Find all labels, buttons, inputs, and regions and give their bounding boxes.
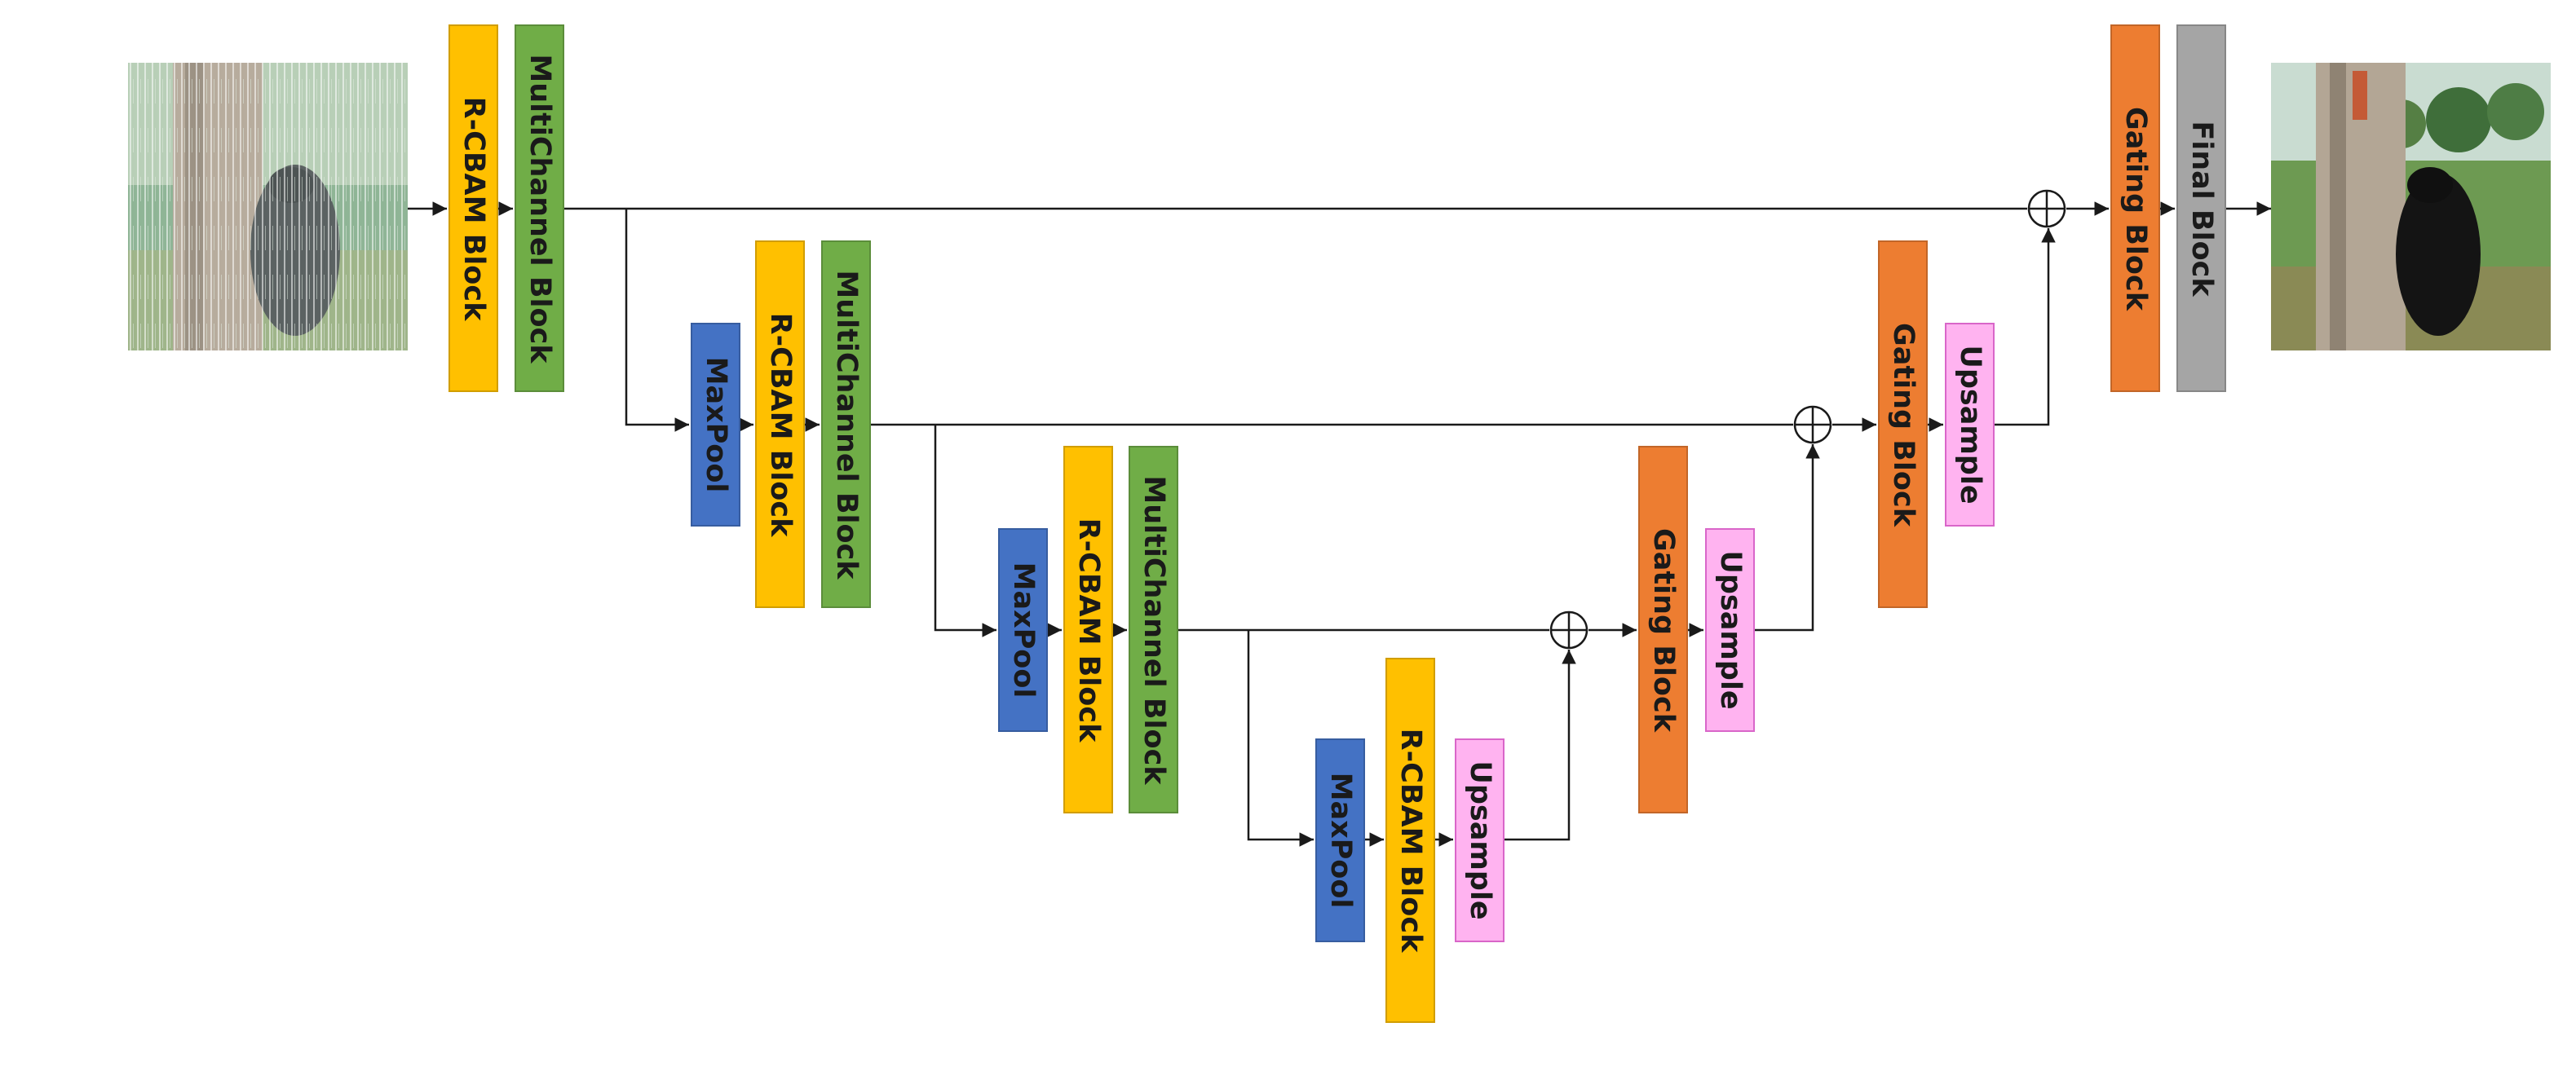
encoder3-rcbam-block: R-CBAM Block: [1063, 446, 1113, 813]
downsample-path-3: [1247, 630, 1314, 847]
encoder1-multichannel-block: MultiChannel Block: [515, 24, 564, 392]
decoder3-gating-block: Gating Block: [1638, 446, 1688, 813]
input-photo-icon: [128, 63, 408, 350]
encoder2-multichannel-block: MultiChannel Block: [821, 240, 871, 608]
bottleneck-upsample-block: Upsample: [1455, 738, 1505, 942]
encoder3-multichannel-block: MultiChannel Block: [1129, 446, 1178, 813]
block-label: MultiChannel Block: [523, 53, 556, 364]
block-label: MultiChannel Block: [829, 269, 863, 580]
upsample-path-to-level-2: [1755, 444, 1820, 632]
encoder1-rcbam-block: R-CBAM Block: [448, 24, 498, 392]
sum-node-icon-2: [1793, 405, 1832, 444]
decoder1-gating-block: Gating Block: [2110, 24, 2160, 392]
encoder2-maxpool-block: MaxPool: [691, 323, 740, 527]
block-label: R-CBAM Block: [1394, 728, 1427, 953]
upsample-path-to-level-1: [1995, 228, 2056, 426]
downsample-path-2: [934, 425, 996, 637]
block-label: Final Block: [2185, 120, 2218, 297]
final-block: Final Block: [2176, 24, 2226, 392]
block-label: Upsample: [1713, 550, 1747, 710]
block-label: MaxPool: [699, 356, 732, 493]
encoder3-maxpool-block: MaxPool: [998, 528, 1048, 732]
block-label: Gating Block: [1646, 527, 1680, 732]
block-label: R-CBAM Block: [457, 96, 490, 320]
block-label: R-CBAM Block: [1071, 518, 1105, 742]
block-label: Gating Block: [2119, 106, 2152, 311]
block-label: R-CBAM Block: [763, 312, 797, 536]
upsample-path-to-level-3: [1505, 650, 1576, 841]
decoder3-upsample-block: Upsample: [1705, 528, 1755, 732]
bottleneck-maxpool-block: MaxPool: [1315, 738, 1365, 942]
sum-node-icon-1: [2027, 189, 2066, 228]
block-label: MaxPool: [1006, 562, 1040, 699]
output-photo-icon: [2271, 63, 2551, 350]
input-image: [128, 63, 408, 350]
block-label: Upsample: [1953, 345, 1986, 505]
encoder2-rcbam-block: R-CBAM Block: [755, 240, 805, 608]
sum-node-icon-3: [1549, 610, 1588, 650]
decoder2-upsample-block: Upsample: [1945, 323, 1995, 527]
output-image: [2271, 63, 2551, 350]
downsample-path-1: [625, 209, 689, 432]
block-label: Gating Block: [1886, 322, 1920, 527]
decoder2-gating-block: Gating Block: [1878, 240, 1928, 608]
bottleneck-rcbam-block: R-CBAM Block: [1385, 658, 1435, 1023]
block-label: MultiChannel Block: [1137, 474, 1170, 785]
block-label: Upsample: [1463, 760, 1496, 920]
block-label: MaxPool: [1323, 772, 1357, 909]
